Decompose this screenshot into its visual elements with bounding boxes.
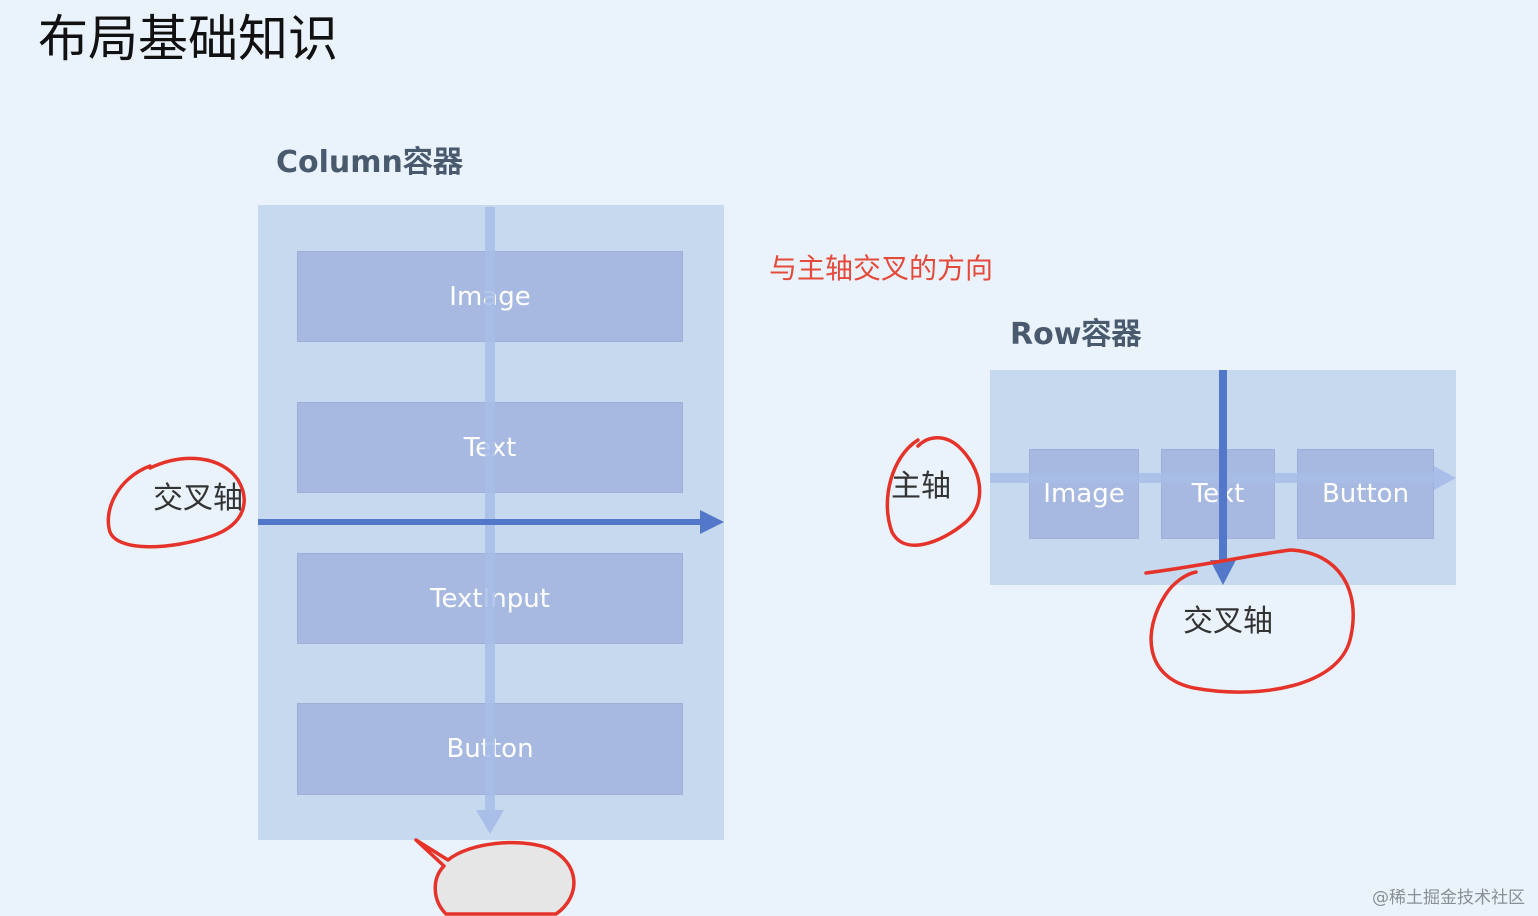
row-cross-axis-label: 交叉轴 xyxy=(1183,604,1273,639)
speech-bubble xyxy=(414,838,576,916)
row-item-label: Image xyxy=(1043,479,1125,509)
cross-direction-note: 与主轴交叉的方向 xyxy=(769,252,994,285)
red-circle-row-main xyxy=(885,436,982,547)
row-item-label: Text xyxy=(1191,479,1245,509)
page-title: 布局基础知识 xyxy=(38,10,338,68)
row-item-text: Text xyxy=(1161,449,1275,539)
row-main-axis-label: 主轴 xyxy=(891,469,951,504)
row-cross-axis-arrow xyxy=(1210,370,1236,585)
row-item-label: Button xyxy=(1321,479,1410,509)
row-item-button: Button xyxy=(1297,449,1434,539)
column-main-axis-arrow xyxy=(476,207,504,834)
red-circle-column-cross xyxy=(106,456,246,549)
column-container-label: Column容器 xyxy=(276,145,463,180)
row-item-image: Image xyxy=(1029,449,1139,539)
row-container-label: Row容器 xyxy=(1010,317,1142,352)
red-circle-row-cross xyxy=(1144,548,1355,694)
column-cross-axis-label: 交叉轴 xyxy=(153,481,243,516)
watermark: @稀土掘金技术社区 xyxy=(1372,888,1525,908)
column-cross-axis-arrow xyxy=(258,510,724,534)
row-main-axis-arrow xyxy=(990,466,1456,490)
